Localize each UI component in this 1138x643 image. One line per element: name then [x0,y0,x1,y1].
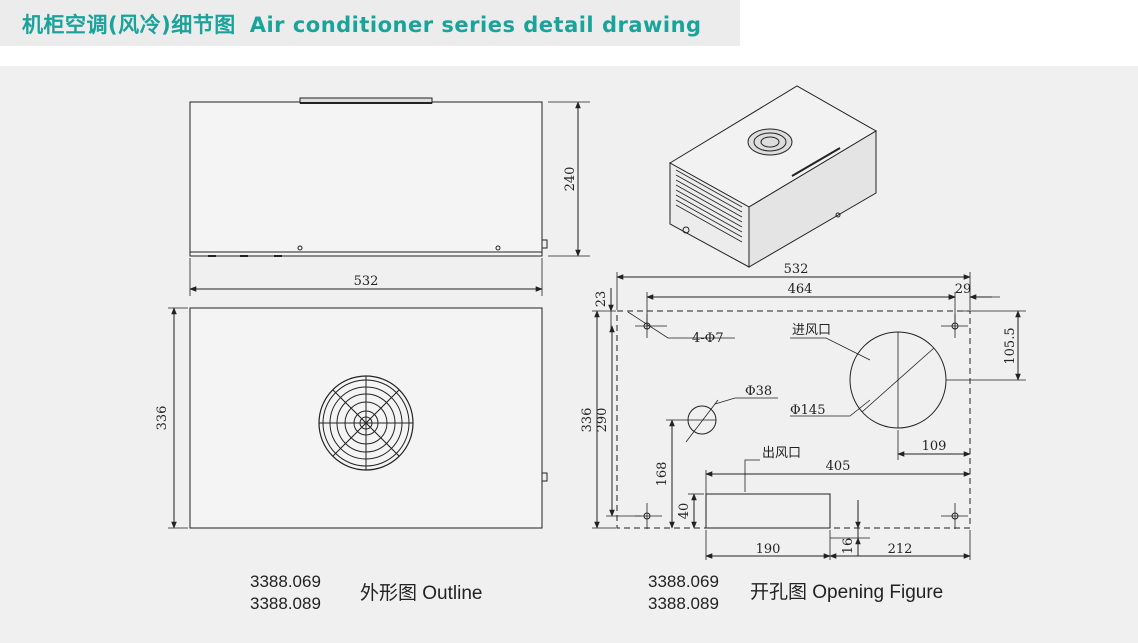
page-title: 机柜空调(风冷)细节图 Air conditioner series detail… [22,9,702,39]
opening-figure [592,272,1026,560]
opening-holes: 4-Φ7 [692,331,724,346]
opening-part-1: 3388.069 [648,572,719,591]
outline-front-view [168,307,548,529]
title-bar: 机柜空调(风冷)细节图 Air conditioner series detail… [0,0,740,46]
outline-part-2: 3388.089 [250,594,321,613]
opening-top-margin: 23 [594,291,609,308]
opening-inlet-offset: 109 [922,439,947,454]
opening-small-height: 168 [655,462,670,487]
outline-width-label: 532 [354,274,379,289]
outline-top-view [189,97,590,296]
opening-inlet-right-offset: 105.5 [1003,327,1018,364]
opening-caption: 开孔图 Opening Figure [750,581,943,603]
title-cn: 机柜空调(风冷)细节图 [22,13,236,37]
opening-outlet-width: 190 [756,542,781,557]
opening-outer-height: 336 [580,408,595,433]
opening-small-diameter: Φ38 [745,384,772,399]
opening-inlet-diameter: Φ145 [790,403,825,418]
opening-outlet-right: 212 [888,542,913,557]
opening-outlet-bottom: 16 [841,538,856,555]
outline-height-label: 240 [563,167,578,192]
outline-depth-label: 336 [155,406,170,431]
opening-part-2: 3388.089 [648,594,719,613]
opening-outlet-label: 出风口 [762,445,801,460]
outline-caption: 外形图 Outline [360,582,482,604]
outline-part-1: 3388.069 [250,572,321,591]
opening-inlet-label: 进风口 [792,322,831,337]
opening-outlet-span: 405 [826,459,851,474]
isometric-view [669,85,877,268]
opening-overall-width: 532 [784,262,809,277]
title-en: Air conditioner series detail drawing [249,13,702,37]
opening-inner-height: 290 [595,408,610,433]
fan-icon [318,375,414,471]
opening-right-margin: 29 [955,282,972,297]
opening-outlet-height: 40 [677,503,692,520]
opening-inner-width: 464 [788,282,813,297]
